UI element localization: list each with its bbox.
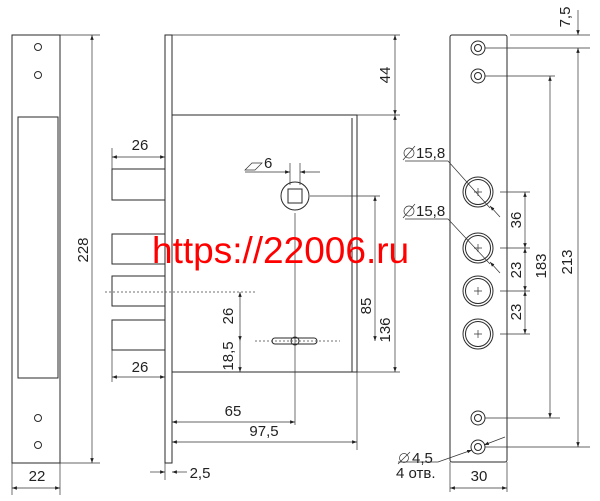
strike-plate [449, 34, 508, 463]
spindle-hole [280, 181, 310, 211]
bolt-to-key-label: 26 [220, 308, 237, 325]
keyhole [271, 337, 318, 345]
strike-top-offset-label: 7,5 [557, 7, 574, 28]
body-depth-label: 97,5 [249, 423, 278, 440]
hole-diameter-2: 15,8 [402, 203, 445, 220]
diameter-icon [399, 453, 409, 463]
strike-width-label: 30 [471, 468, 488, 485]
backset-label: 65 [225, 403, 242, 420]
lock-body-dimensions [111, 34, 400, 480]
top-offset-label: 44 [377, 67, 394, 84]
left-plate [11, 34, 100, 495]
hole-diameter-1: 15,8 [402, 145, 445, 162]
diameter-icon [403, 205, 415, 217]
spindle-square-label: 6 [264, 155, 272, 172]
spacing-2-label: 23 [508, 262, 525, 279]
svg-text:15,8: 15,8 [416, 203, 445, 220]
left-plate-width-label: 22 [29, 468, 46, 485]
screw-hole-count: 4 отв. [396, 465, 436, 482]
bolt-holes [462, 176, 494, 350]
diameter-icon [403, 147, 415, 159]
inner-holes-distance-label: 183 [533, 253, 550, 278]
spindle-to-key-label: 85 [358, 298, 375, 315]
spacing-1-label: 36 [508, 212, 525, 229]
spacing-3-label: 23 [508, 304, 525, 321]
svg-text:4,5: 4,5 [412, 450, 433, 467]
left-plate-height-label: 228 [75, 237, 92, 262]
key-to-bottom-label: 18,5 [220, 341, 237, 370]
faceplate-thickness-label: 2,5 [190, 465, 211, 482]
bolt-width-bottom-label: 26 [132, 359, 149, 376]
body-height-label: 136 [377, 317, 394, 342]
outer-holes-distance-label: 213 [559, 249, 576, 274]
watermark: https://22006.ru [152, 230, 409, 271]
bolt-width-top-label: 26 [132, 137, 149, 154]
strike-plate-dimensions [398, 10, 590, 492]
lock-body [105, 34, 358, 464]
svg-text:15,8: 15,8 [416, 145, 445, 162]
screw-hole-diameter: 4,5 4 отв. [396, 450, 436, 482]
